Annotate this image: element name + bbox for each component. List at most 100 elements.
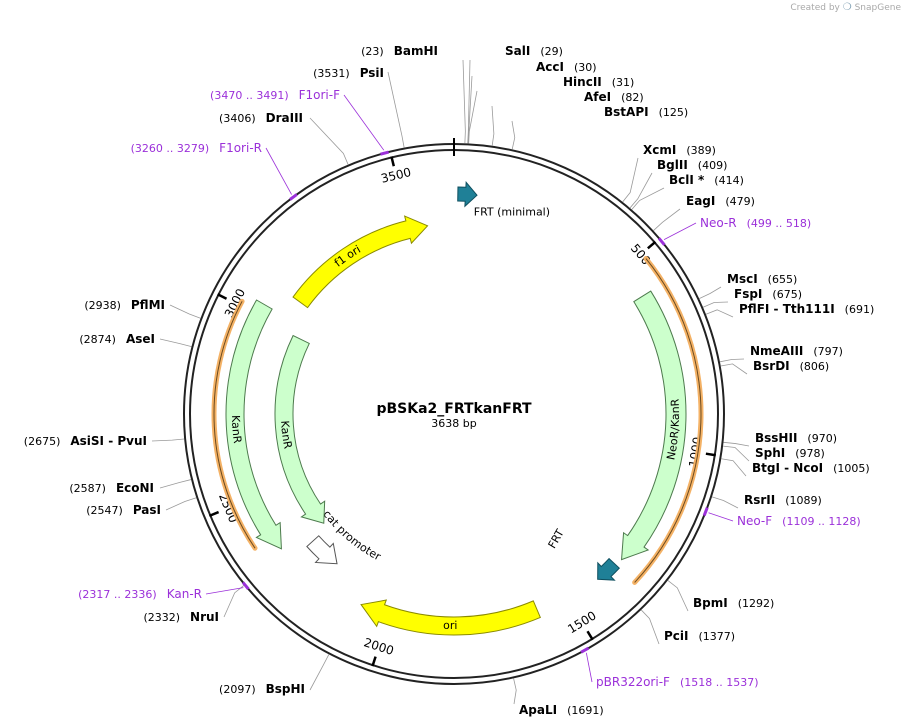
site-name: BamHI bbox=[394, 44, 438, 58]
site-position: (1089) bbox=[785, 494, 822, 507]
site-label-asisi-pvui: (2675)AsiSI - PvuI bbox=[24, 434, 147, 448]
site-label-pcii: PciI (1377) bbox=[664, 629, 735, 643]
orf-neor-highlight-line bbox=[634, 258, 702, 583]
site-position: (2332) bbox=[143, 611, 180, 624]
feature-ori bbox=[360, 599, 542, 636]
site-position: (978) bbox=[795, 447, 825, 460]
site-label-acci: AccI(30) bbox=[536, 60, 597, 74]
primer-name: F1ori-F bbox=[299, 88, 340, 102]
site-position: (31) bbox=[612, 76, 635, 89]
leader-line-afei bbox=[491, 105, 495, 146]
feature-label-ori: ori bbox=[443, 619, 458, 632]
site-position: (3531) bbox=[313, 67, 350, 80]
primer-range: (3260 .. 3279) bbox=[131, 142, 210, 155]
primer-range: (3470 .. 3491) bbox=[210, 89, 289, 102]
site-name: FspI bbox=[734, 287, 762, 301]
ruler-tick-3500 bbox=[390, 156, 396, 167]
primer-mark-f1ori-f bbox=[380, 150, 390, 156]
feature-frt bbox=[597, 557, 620, 581]
site-name: BspHI bbox=[266, 682, 305, 696]
site-label-asei: (2874)AseI bbox=[79, 332, 155, 346]
site-name: HincII bbox=[563, 75, 602, 89]
site-position: (2938) bbox=[84, 299, 121, 312]
leader-line-bpmi bbox=[667, 580, 689, 612]
site-position: (1292) bbox=[738, 597, 775, 610]
site-label-pflfi-tth111i: PflFI - Tth111I (691) bbox=[739, 302, 874, 316]
site-position: (797) bbox=[813, 345, 843, 358]
site-label-msci: MscI (655) bbox=[727, 272, 797, 286]
feature-label-kanr-inner: KanR bbox=[278, 420, 294, 450]
site-label-bpmi: BpmI(1292) bbox=[693, 596, 774, 610]
site-label-pasi: (2547)PasI bbox=[86, 503, 161, 517]
credit-brand: SnapGene bbox=[854, 3, 901, 13]
site-name: NruI bbox=[190, 610, 219, 624]
feature-frt-minimal bbox=[457, 181, 478, 208]
primer-label-pbr322ori-f: pBR322ori-F(1518 .. 1537) bbox=[596, 675, 759, 689]
leader-line-apali bbox=[513, 678, 517, 705]
site-name: PsiI bbox=[360, 66, 384, 80]
site-position: (2675) bbox=[24, 435, 61, 448]
leader-line-bamhi bbox=[462, 59, 466, 144]
site-position: (29) bbox=[540, 45, 563, 58]
primer-name: Neo-F bbox=[737, 514, 772, 528]
site-label-bsphi: (2097)BspHI bbox=[219, 682, 305, 696]
site-position: (1377) bbox=[699, 630, 736, 643]
primer-mark-f1ori-r bbox=[289, 193, 298, 201]
site-position: (655) bbox=[768, 273, 798, 286]
site-name: PflMI bbox=[131, 298, 165, 312]
site-name: AfeI bbox=[584, 90, 611, 104]
site-position: (675) bbox=[772, 288, 802, 301]
site-label-bamhi: (23) BamHI bbox=[361, 44, 438, 58]
site-name: PciI bbox=[664, 629, 689, 643]
leader-line-fspi bbox=[702, 301, 729, 308]
leader-line-hincii bbox=[468, 90, 478, 144]
site-position: (125) bbox=[659, 106, 689, 119]
leader-line-psii bbox=[387, 71, 405, 148]
primer-leader-neo-f bbox=[708, 512, 734, 522]
leader-line-xcmi bbox=[622, 157, 639, 203]
site-label-econi: (2587)EcoNI bbox=[69, 481, 154, 495]
site-position: (691) bbox=[845, 303, 875, 316]
leader-line-econi bbox=[159, 479, 192, 489]
site-label-bglii: BglII(409) bbox=[657, 158, 727, 172]
site-name: NmeAIII bbox=[750, 344, 803, 358]
primer-name: F1ori-R bbox=[219, 141, 262, 155]
site-label-bsshii: BssHII(970) bbox=[755, 431, 837, 445]
site-label-xcmi: XcmI (389) bbox=[643, 143, 716, 157]
site-name: SalI bbox=[505, 44, 530, 58]
site-name: PflFI - Tth111I bbox=[739, 302, 835, 316]
site-name: XcmI bbox=[643, 143, 676, 157]
leader-line-bcli bbox=[631, 187, 665, 210]
ruler-label-2000: 2000 bbox=[362, 635, 395, 658]
leader-line-sphi bbox=[723, 445, 750, 462]
site-label-draiii: (3406)DraIII bbox=[219, 111, 303, 125]
site-name: EcoNI bbox=[116, 481, 154, 495]
primer-leader-f1ori-f bbox=[343, 94, 385, 151]
leader-line-sali bbox=[467, 59, 471, 144]
primer-label-neo-r: Neo-R(499 .. 518) bbox=[700, 216, 811, 230]
leader-line-pcii bbox=[640, 609, 660, 645]
primer-leader-pbr322ori-f bbox=[585, 652, 593, 683]
leader-line-bstapi bbox=[511, 120, 516, 150]
site-label-nrui: (2332) NruI bbox=[143, 610, 219, 624]
site-name: BglII bbox=[657, 158, 688, 172]
primer-name: Kan-R bbox=[167, 587, 202, 601]
ruler-label-3500: 3500 bbox=[380, 165, 413, 186]
site-position: (389) bbox=[686, 144, 716, 157]
site-name: MscI bbox=[727, 272, 758, 286]
leader-line-pasi bbox=[165, 497, 197, 511]
site-label-nmeaiii: NmeAIII (797) bbox=[750, 344, 843, 358]
site-label-psii: (3531) PsiI bbox=[313, 66, 384, 80]
leader-line-bsrdi bbox=[720, 363, 748, 375]
leader-line-layer bbox=[151, 59, 750, 705]
primer-name: pBR322ori-F bbox=[596, 675, 670, 689]
ruler-tick-500 bbox=[647, 240, 657, 250]
site-label-hincii: HincII (31) bbox=[563, 75, 634, 89]
feature-label-frt-minimal: FRT (minimal) bbox=[474, 205, 550, 218]
ruler-tick-2000 bbox=[371, 656, 377, 667]
primer-mark-neo-f bbox=[702, 507, 709, 517]
site-label-sphi: SphI(978) bbox=[755, 446, 825, 460]
site-position: (23) bbox=[361, 45, 384, 58]
site-name: BclI * bbox=[669, 173, 705, 187]
primer-leader-kan-r bbox=[205, 587, 244, 595]
